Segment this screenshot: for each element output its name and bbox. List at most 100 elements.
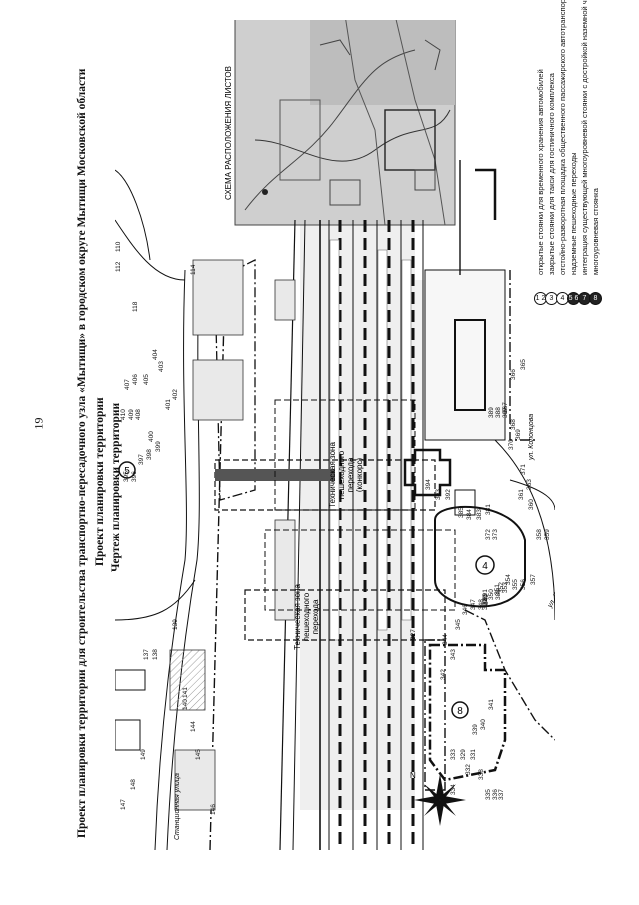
parcel-label-334: 334 bbox=[450, 784, 457, 795]
parcel-label-391: 391 bbox=[482, 589, 489, 600]
parcel-label-332: 332 bbox=[465, 764, 472, 775]
parcel-label-350: 350 bbox=[488, 589, 495, 600]
parcel-label-394: 394 bbox=[425, 479, 432, 490]
parcel-label-372: 372 bbox=[485, 529, 492, 540]
parcel-label-386: 386 bbox=[495, 589, 502, 600]
parcel-label-343: 343 bbox=[450, 649, 457, 660]
parcel-label-341: 341 bbox=[488, 699, 495, 710]
parcel-label-348: 348 bbox=[478, 599, 485, 610]
parcel-label-398: 398 bbox=[146, 449, 153, 460]
parcel-label-395: 395 bbox=[123, 471, 130, 482]
document-title: Проект планировки территории для строите… bbox=[76, 68, 88, 838]
planning-map: СХЕМА РАСПОЛОЖЕНИЯ ЛИСТОВ bbox=[115, 20, 555, 850]
parcel-label-114: 114 bbox=[190, 264, 197, 275]
parcel-label-336: 336 bbox=[492, 789, 499, 800]
legend-symbol-6: 8 bbox=[589, 292, 602, 305]
legend-text-4: надземные пешеходные переходы bbox=[569, 152, 578, 275]
parcel-label-355: 355 bbox=[512, 579, 519, 590]
parcel-label-331: 331 bbox=[470, 749, 477, 760]
inset-label: СХЕМА РАСПОЛОЖЕНИЯ ЛИСТОВ bbox=[224, 66, 233, 200]
parcel-label-387: 387 bbox=[502, 407, 509, 418]
parcel-label-342: 342 bbox=[440, 669, 447, 680]
parcel-label-402: 402 bbox=[172, 389, 179, 400]
parcel-label-148: 148 bbox=[130, 779, 137, 790]
parcel-label-329: 329 bbox=[460, 749, 467, 760]
parcel-label-393: 393 bbox=[435, 489, 442, 500]
parcel-label-112: 112 bbox=[115, 261, 122, 272]
parcel-label-408: 408 bbox=[135, 409, 142, 420]
parcel-label-327: 327 bbox=[410, 629, 417, 640]
parcel-label-383: 383 bbox=[476, 509, 483, 520]
parcel-label-141: 141 bbox=[182, 687, 189, 698]
tech-zone-lower-line1: Техническая зона bbox=[293, 584, 302, 650]
parcel-label-144: 144 bbox=[190, 721, 197, 732]
parcel-label-390: 390 bbox=[482, 599, 489, 610]
legend-text-1: открытые стоянки для временного хранения… bbox=[536, 69, 545, 275]
parcel-label-333: 333 bbox=[450, 749, 457, 760]
legend-text-6: многоуровневая стоянка bbox=[591, 188, 600, 275]
parcel-label-344: 344 bbox=[442, 634, 449, 645]
parcel-label-373: 373 bbox=[492, 529, 499, 540]
parcel-label-406: 406 bbox=[132, 374, 139, 385]
parcel-label-401: 401 bbox=[165, 399, 172, 410]
parcel-label-351: 351 bbox=[494, 584, 501, 595]
parcel-label-146: 146 bbox=[210, 804, 217, 815]
tech-zone-upper-line3: перехода bbox=[346, 457, 355, 492]
parcel-label-407: 407 bbox=[124, 379, 131, 390]
parcel-label-399: 399 bbox=[155, 441, 162, 452]
parcel-label-345: 345 bbox=[455, 619, 462, 630]
parcel-label-366: 366 bbox=[510, 369, 517, 380]
parcel-label-403: 403 bbox=[158, 361, 165, 372]
tech-zone-upper-line2: пешеходного bbox=[337, 450, 346, 499]
parcel-label-397: 397 bbox=[138, 454, 145, 465]
zone-8-block bbox=[428, 643, 507, 782]
zone-number-4: 4 bbox=[482, 561, 488, 572]
parcel-label-346: 346 bbox=[462, 604, 469, 615]
tech-zone-lower bbox=[244, 529, 456, 641]
parcel-label-380: 380 bbox=[482, 594, 489, 605]
parcel-label-147: 147 bbox=[120, 799, 127, 810]
parcel-label-354: 354 bbox=[505, 574, 512, 585]
legend-text-2: закрытые стоянки для такси для гостиничн… bbox=[547, 73, 556, 275]
parcel-label-384: 384 bbox=[466, 509, 473, 520]
inset-scheme bbox=[234, 20, 456, 226]
parcel-label-140: 140 bbox=[182, 699, 189, 710]
zone-number-5: 5 bbox=[124, 466, 130, 477]
parcel-label-409: 409 bbox=[128, 409, 135, 420]
compass-north-label: N bbox=[410, 771, 416, 780]
document-subtitle: Проект планировки территории bbox=[94, 397, 106, 566]
parcel-label-363: 363 bbox=[526, 479, 533, 490]
parcel-label-370: 370 bbox=[508, 439, 515, 450]
parcel-label-381: 381 bbox=[485, 504, 492, 515]
parcel-label-385: 385 bbox=[458, 507, 465, 518]
parcel-label-353: 353 bbox=[502, 582, 509, 593]
parcel-label-349: 349 bbox=[483, 594, 490, 605]
tech-zone-lower-line2: пешеходного bbox=[302, 592, 311, 641]
parcel-label-347: 347 bbox=[470, 599, 477, 610]
parcel-label-392: 392 bbox=[445, 489, 452, 500]
parcel-label-396: 396 bbox=[131, 471, 138, 482]
parcel-label-352: 352 bbox=[498, 582, 505, 593]
tech-zone-upper-line4: (конкорс) bbox=[355, 458, 364, 493]
parcel-label-389: 389 bbox=[488, 407, 495, 418]
parcel-label-118: 118 bbox=[132, 301, 139, 312]
parcel-label-139: 139 bbox=[172, 619, 179, 630]
parcel-label-110: 110 bbox=[115, 241, 122, 252]
parcel-label-356: 356 bbox=[520, 579, 527, 590]
parcel-label-359: 359 bbox=[544, 529, 551, 540]
parcel-label-335: 335 bbox=[485, 789, 492, 800]
parcel-label-360: 360 bbox=[528, 499, 535, 510]
parcel-label-365: 365 bbox=[520, 359, 527, 370]
parcel-label-400: 400 bbox=[148, 431, 155, 442]
street-stantsionnaya: Станционная улица bbox=[174, 773, 181, 840]
parcel-label-361: 361 bbox=[518, 489, 525, 500]
parcel-label-369: 369 bbox=[515, 429, 522, 440]
parcel-label-145: 145 bbox=[195, 749, 202, 760]
parcel-label-339: 339 bbox=[472, 724, 479, 735]
parcel-label-138: 138 bbox=[152, 649, 159, 660]
parcel-label-388: 388 bbox=[495, 407, 502, 418]
parcel-label-149: 149 bbox=[140, 749, 147, 760]
page-number: 19 bbox=[31, 417, 46, 430]
parcel-label-367: 367 bbox=[502, 402, 509, 413]
